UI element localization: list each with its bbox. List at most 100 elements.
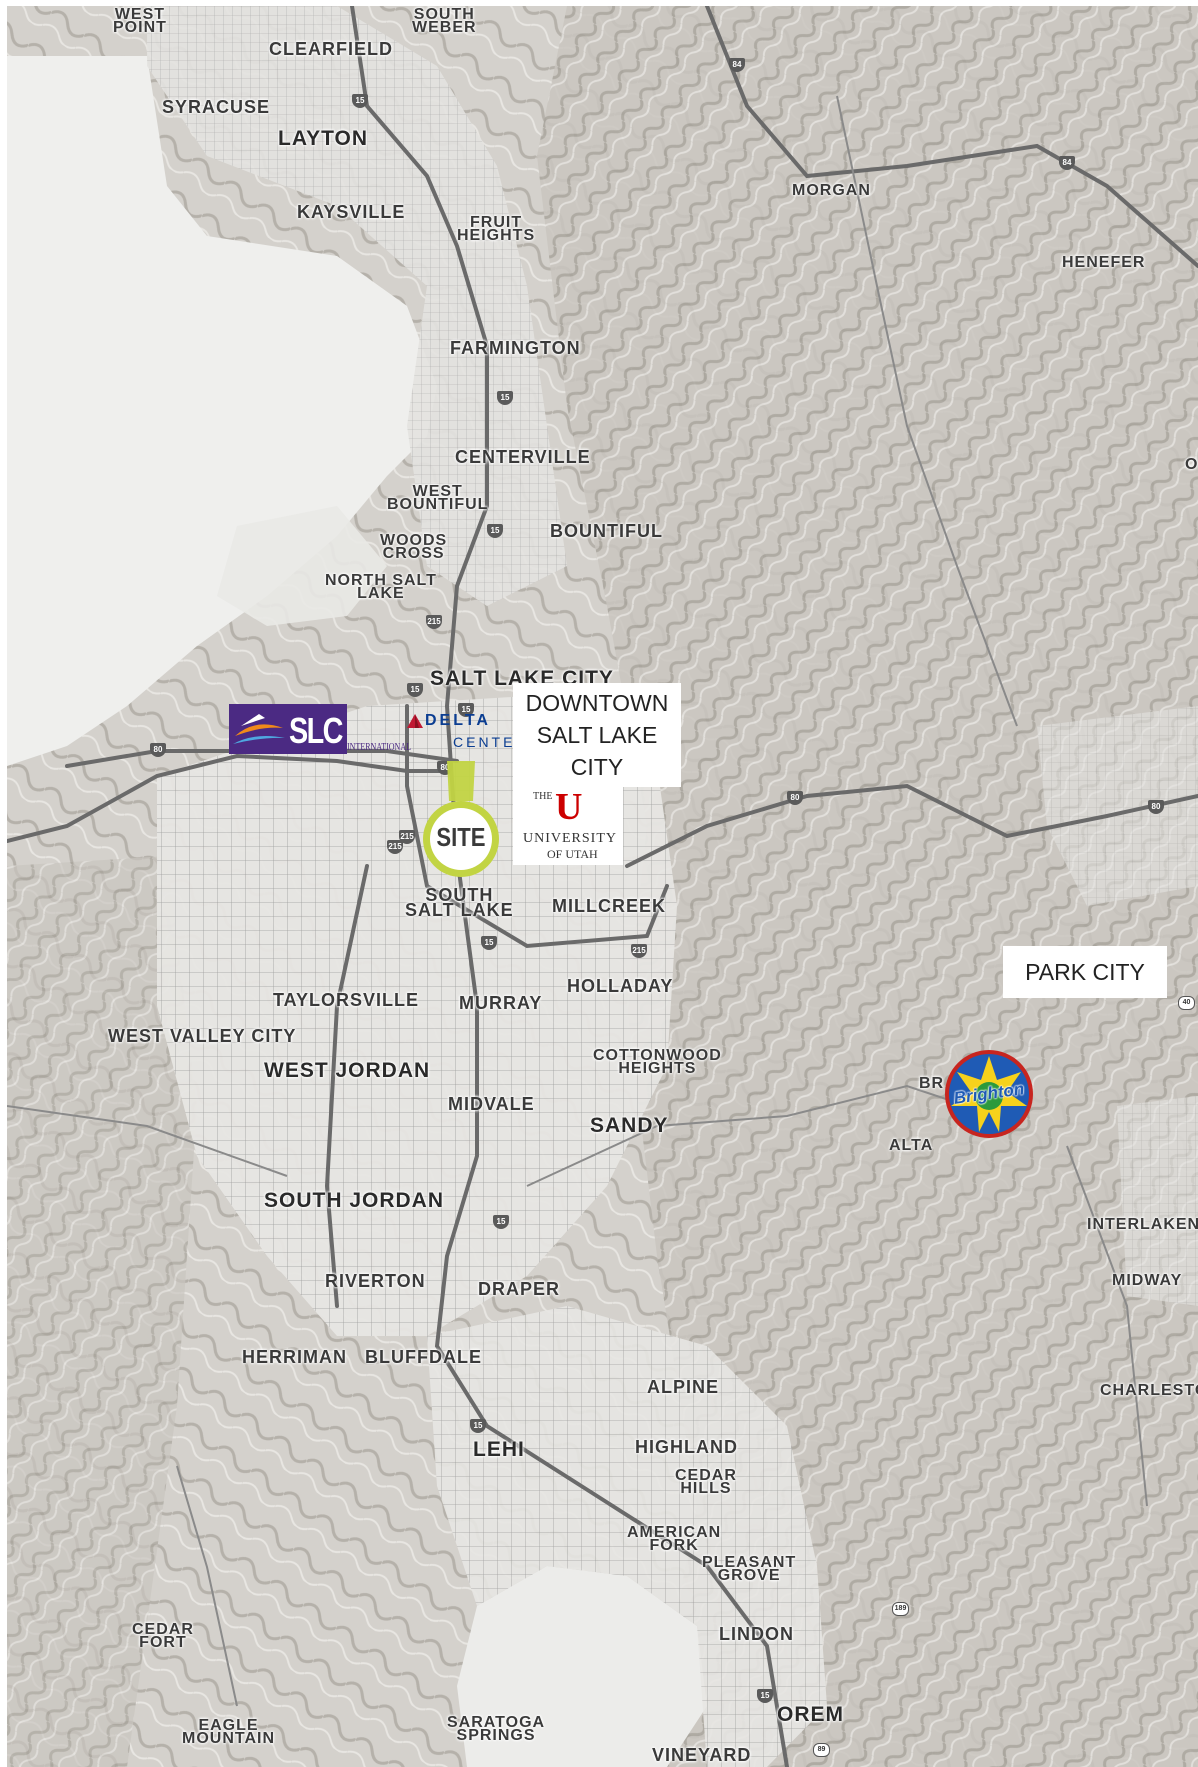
city-label-west-point: WEST POINT (113, 6, 167, 37)
city-label-sandy: SANDY (590, 1114, 669, 1137)
interstate-shield: 15 (757, 1689, 773, 1703)
city-label-west-jordan: WEST JORDAN (264, 1059, 431, 1082)
city-label-holladay: HOLLADAY (567, 976, 674, 996)
edge-label-o: O (1185, 456, 1198, 473)
i84 (705, 6, 1198, 268)
city-label-riverton: RIVERTON (325, 1271, 426, 1291)
city-label-farmington: FARMINGTON (450, 338, 581, 358)
site-marker-label: SITE (436, 822, 486, 852)
city-label-cedar-fort: CEDAR FORT (132, 1621, 194, 1652)
city-label-taylorsville: TAYLORSVILLE (273, 990, 420, 1010)
city-label-vineyard: VINEYARD (652, 1745, 752, 1765)
slc-logo-subtitle: INTERNATIONAL (347, 742, 411, 753)
interstate-shield: 15 (470, 1419, 486, 1433)
lake-shore-marsh (217, 506, 387, 626)
great-salt-lake (7, 56, 437, 766)
interstate-shield: 84 (1059, 156, 1075, 170)
city-label-south-salt-lake: SOUTH SALT LAKE (405, 885, 514, 920)
city-label-layton: LAYTON (278, 127, 369, 150)
delta-widget-icon (407, 714, 423, 728)
city-label-south-jordan: SOUTH JORDAN (264, 1189, 445, 1212)
interstate-shield: 80 (787, 791, 803, 805)
delta-center-logo: DELTA CENTER (405, 710, 533, 754)
university-of-utah-logo: U THE UNIVERSITY OF UTAH (513, 787, 623, 865)
interstate-shield: 215 (399, 830, 415, 844)
city-label-bluffdale: BLUFFDALE (365, 1347, 482, 1367)
city-label-american-fork: AMERICAN FORK (627, 1524, 722, 1555)
us-route-shield: 189 (892, 1602, 909, 1616)
interstate-shield: 80 (1148, 800, 1164, 814)
city-label-west-valley-city: WEST VALLEY CITY (108, 1026, 297, 1046)
city-label-draper: DRAPER (478, 1279, 561, 1299)
interstate-shield: 15 (407, 683, 423, 697)
i215-west (324, 864, 369, 1308)
interstate-shield: 215 (631, 944, 647, 958)
utah-lake (457, 1566, 707, 1767)
city-label-midvale: MIDVALE (448, 1094, 535, 1114)
city-label-clearfield: CLEARFIELD (269, 39, 393, 59)
slc-logo-text: SLC (289, 710, 343, 751)
city-label-henefer: HENEFER (1062, 254, 1146, 271)
city-label-cottonwood-heights: COTTONWOOD HEIGHTS (593, 1047, 722, 1078)
city-label-morgan: MORGAN (792, 182, 871, 199)
city-label-fruit-heights: FRUIT HEIGHTS (457, 214, 536, 245)
i15 (350, 6, 789, 1767)
delta-center-subtitle: CENTER (453, 734, 529, 750)
city-label-eagle-mountain: EAGLE MOUNTAIN (182, 1717, 276, 1748)
i80-east (625, 783, 1198, 868)
city-label-midway: MIDWAY (1112, 1272, 1183, 1289)
brighton-logo: Brighton (945, 1050, 1033, 1138)
city-label-centerville: CENTERVILLE (455, 447, 591, 467)
city-label-north-salt-lake: NORTH SALT LAKE (325, 572, 437, 603)
terrain-mountains-east (537, 6, 1198, 1767)
park-city-callout: PARK CITY (1003, 946, 1167, 998)
city-label-alpine: ALPINE (647, 1377, 720, 1397)
terrain-layer (7, 6, 1198, 1767)
interstate-shield: 15 (493, 1215, 509, 1229)
brighton-star-icon (949, 1054, 1029, 1134)
city-label-lehi: LEHI (473, 1438, 525, 1461)
slc-logo-mark: SLC (229, 704, 347, 754)
city-label-alta: ALTA (889, 1137, 934, 1154)
slc-airport-logo: SLC INTERNATIONAL (229, 704, 419, 754)
city-label-interlaken: INTERLAKEN (1087, 1216, 1198, 1233)
city-label-syracuse: SYRACUSE (162, 97, 271, 117)
city-label-orem: OREM (777, 1703, 844, 1726)
map-canvas[interactable]: WEST POINT SOUTH WEBER CLEARFIELD SYRACU… (7, 6, 1198, 1767)
city-label-cedar-hills: CEDAR HILLS (675, 1467, 737, 1498)
interstate-shield: 15 (481, 936, 497, 950)
utah-logo-line2: UNIVERSITY (523, 831, 617, 846)
interstate-shield: 15 (487, 524, 503, 538)
slc-swoosh-icon (233, 714, 285, 744)
urban-heber (1117, 1096, 1198, 1306)
us-route-shield: 40 (1178, 996, 1195, 1010)
brighton-peek-label: BR (919, 1075, 945, 1092)
city-label-highland: HIGHLAND (635, 1437, 738, 1457)
urban-davis (147, 6, 567, 606)
city-label-lindon: LINDON (719, 1624, 794, 1644)
terrain-oquirrh (7, 856, 197, 1767)
interstate-shield: 15 (497, 391, 513, 405)
city-label-bountiful: BOUNTIFUL (550, 521, 663, 541)
interstate-shield: 84 (729, 58, 745, 72)
i215-belt (405, 704, 669, 949)
delta-logo-text: DELTA (425, 712, 491, 729)
highways (7, 6, 1198, 1767)
interstate-shield: 215 (426, 615, 442, 629)
city-label-murray: MURRAY (459, 993, 543, 1013)
city-label-charleston: CHARLESTON (1100, 1382, 1198, 1399)
site-marker[interactable] (421, 761, 501, 879)
city-label-millcreek: MILLCREEK (552, 896, 666, 916)
downtown-callout: DOWNTOWN SALT LAKE CITY (513, 683, 681, 787)
interstate-shield: 80 (150, 743, 166, 757)
urban-utah-county (427, 1306, 827, 1767)
us-route-shield: 89 (813, 1743, 830, 1757)
utah-logo-line3: OF UTAH (547, 847, 598, 861)
utah-logo-line1: THE (533, 791, 553, 802)
interstate-shield: 15 (458, 703, 474, 717)
city-label-woods-cross: WOODS CROSS (380, 532, 448, 563)
city-label-pleasant-grove: PLEASANT GROVE (702, 1554, 797, 1585)
city-label-saratoga-springs: SARATOGA SPRINGS (447, 1714, 546, 1745)
city-label-kaysville: KAYSVILLE (297, 202, 406, 222)
utah-u-mark: U (555, 786, 583, 828)
